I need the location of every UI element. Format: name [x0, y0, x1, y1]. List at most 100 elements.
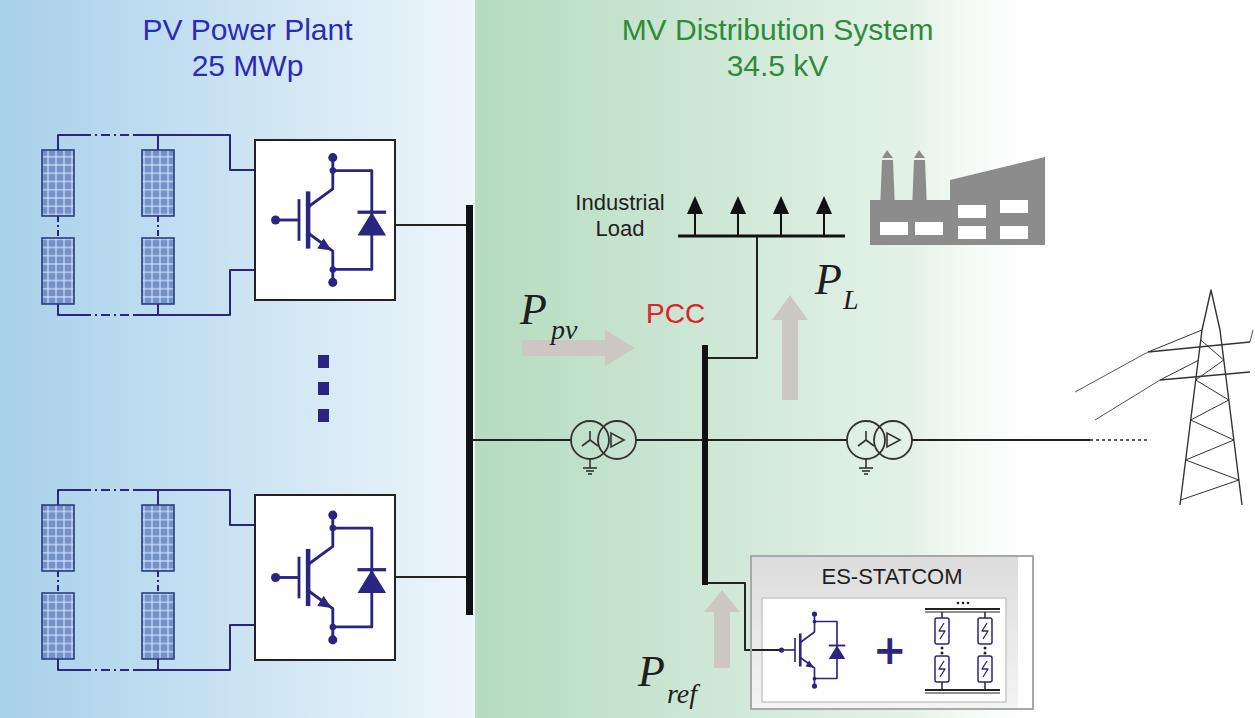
terminal-dot [779, 647, 784, 652]
winding [874, 421, 912, 459]
power-symbol: P [815, 258, 842, 302]
power-symbol-holder: P [815, 258, 842, 302]
emitter-lead [308, 591, 333, 640]
cell-bolt [939, 623, 945, 639]
grid-line-continued [1090, 439, 1150, 441]
wye-mark [865, 431, 867, 440]
pv-plant-ground [0, 0, 475, 718]
tower-crossarm [1148, 342, 1250, 352]
ground-bar [859, 467, 873, 469]
statcom-panel [762, 598, 1006, 702]
region-title: ES-STATCOM [752, 564, 1032, 590]
terminal-dot [812, 611, 817, 616]
transformer-symbol [847, 421, 912, 474]
diode-lead [815, 622, 838, 679]
gap-dot [984, 647, 987, 650]
terminal-dot [330, 525, 337, 532]
pv-module [42, 150, 74, 216]
continuation-dot [318, 409, 329, 422]
plus-sign: + [873, 630, 907, 670]
power-subscript-holder: ref [667, 680, 697, 708]
pv-module [42, 238, 74, 304]
pv-module [42, 505, 74, 571]
plant-busbar [466, 205, 473, 615]
diode-bar [358, 568, 387, 571]
load-label: Industrial Load [565, 190, 675, 243]
channel-bar [306, 191, 311, 248]
gap-dot [957, 602, 960, 605]
channel-bar [306, 549, 311, 606]
terminal-dot [271, 573, 280, 582]
conductor [1095, 380, 1160, 420]
ground-bar [583, 467, 597, 469]
dc-wire [157, 304, 159, 315]
terminal-dot [330, 167, 337, 174]
factory-window [880, 222, 908, 235]
ground-lead [865, 459, 867, 468]
wye-mark [866, 440, 874, 446]
tower-crossarm [1148, 330, 1202, 352]
battery-cell [935, 618, 949, 644]
gap-dot [967, 602, 970, 605]
power-subscript: L [843, 286, 859, 314]
dc-rail [925, 689, 1000, 691]
terminal-dot [328, 153, 337, 162]
channel-bar [799, 634, 802, 667]
region-title: MV Distribution System [475, 12, 1080, 48]
region-band: PV Power Plant25 MWp [0, 0, 495, 718]
terminal-dot [328, 635, 337, 644]
factory-window [958, 226, 986, 239]
load-stem [694, 212, 696, 236]
diode-triangle [358, 570, 387, 593]
power-symbol-holder: P [520, 288, 547, 332]
collector-lead [308, 515, 333, 564]
diode-bar [829, 645, 846, 647]
dc-wire [58, 135, 82, 150]
collector-lead [308, 158, 333, 207]
power-subscript-holder: L [843, 286, 859, 314]
dc-wire [157, 659, 159, 670]
cell-lead [984, 682, 986, 690]
dc-rail [925, 692, 1000, 693]
load-bus [678, 235, 845, 238]
wye-mark [590, 440, 598, 446]
battery-cell [978, 618, 992, 644]
pv-module [142, 238, 174, 304]
mv-line [473, 439, 571, 441]
delta-mark [887, 433, 900, 447]
wye-mark [589, 431, 591, 440]
dc-wire-series [82, 314, 134, 316]
terminal-dot [813, 677, 817, 681]
tower-bracing [1181, 340, 1239, 500]
power-symbol: P [520, 288, 547, 332]
load-feeder [708, 236, 757, 358]
pcc-label-holder: PCC [646, 300, 705, 328]
pcc-busbar [702, 345, 708, 585]
winding [598, 421, 636, 459]
diode-lead [333, 171, 372, 270]
power-flow-arrow [522, 330, 635, 366]
emitter-arrow [317, 238, 331, 250]
gate-plate [794, 638, 796, 662]
inverter-box [255, 495, 395, 660]
gate-plate [298, 557, 301, 599]
mv-line [708, 439, 847, 441]
continuation-dot [318, 382, 329, 395]
load-arrow [687, 196, 703, 214]
transmission-tower [1075, 290, 1253, 505]
igbt-symbol [271, 153, 386, 287]
factory-window [958, 205, 986, 218]
terminal-dot [328, 278, 337, 287]
chimney-cap [882, 150, 893, 158]
emitter-arrow [806, 661, 814, 668]
conductor [1250, 330, 1253, 342]
delta-mark [611, 433, 624, 447]
dc-wire [134, 625, 255, 670]
dc-wire-series [157, 216, 159, 238]
region-title: PV Power Plant [0, 12, 495, 48]
load-arrow [730, 196, 746, 214]
mv-line [636, 439, 702, 441]
gate-plate [298, 199, 301, 241]
terminal-dot [813, 620, 817, 624]
